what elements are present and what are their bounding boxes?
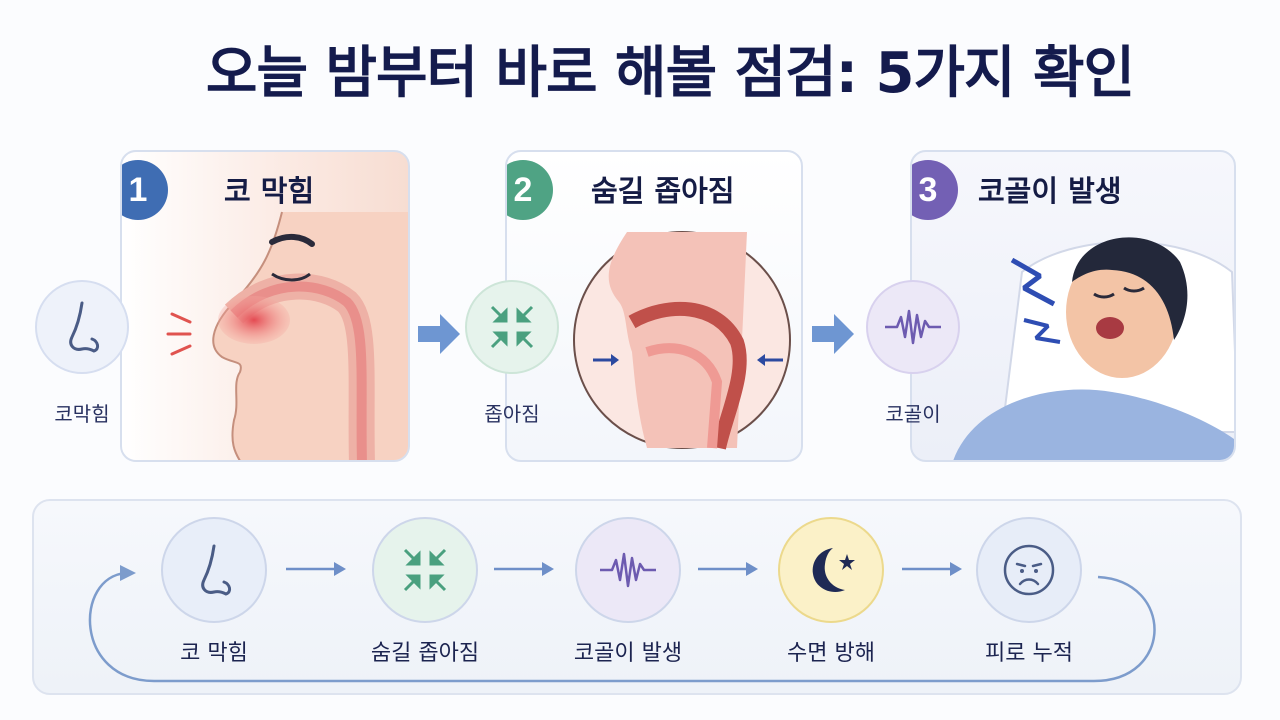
step-number-badge: 3 [912,160,958,220]
sound-wave-icon-circle [866,280,960,374]
step-number-badge: 1 [122,160,168,220]
arrow-right-icon [494,562,554,576]
cycle-label: 수면 방해 [787,641,875,666]
sound-wave-icon [600,552,656,588]
arrow-right-icon [902,562,962,576]
arrow-right-icon [812,314,854,354]
side-label: 코골이 [885,402,941,426]
cycle-label: 피로 누적 [985,641,1073,666]
cycle-item-sleep-disruption [778,517,884,623]
arrow-right-icon [286,562,346,576]
step-panel-airway-narrowing: 2 숨길 좁아짐 [505,150,803,462]
step-panel-snoring: 3 코골이 발생 [910,150,1236,462]
compress-icon-circle [465,280,559,374]
cycle-item-nose-congestion [161,517,267,623]
step-number-badge: 2 [507,160,553,220]
sleeping-man-illustration [953,237,1234,460]
side-label: 코막힘 [54,402,110,426]
nose-icon-circle [35,280,129,374]
nose-profile-illustration [166,211,408,460]
arrow-right-icon [698,562,758,576]
nose-icon [69,301,100,353]
side-label: 좁아짐 [484,402,540,426]
nose-icon [201,544,232,596]
sound-wave-icon [885,309,941,345]
cycle-label: 코 막힘 [180,641,248,666]
compress-arrows-icon [490,305,534,349]
page-title: 오늘 밤부터 바로 해볼 점검: 5가지 확인 [205,41,1135,106]
cycle-label: 숨길 좁아짐 [370,641,480,666]
step-title: 코 막힘 [224,174,315,208]
step-panel-nasal-congestion: 1 코 막힘 [120,150,410,462]
tired-face-icon [1003,544,1055,596]
cycle-loop-arrow [88,565,1156,683]
throat-cross-section-illustration [573,231,791,450]
step-title: 숨길 좁아짐 [591,174,735,208]
moon-star-icon [812,548,855,593]
vicious-cycle-box: 코 막힘 숨길 좁아짐 코골이 발생 수면 방해 [32,499,1242,695]
cycle-label: 코골이 발생 [573,641,683,666]
cycle-item-snoring [575,517,681,623]
cycle-item-fatigue [976,517,1082,623]
compress-arrows-icon [403,548,447,592]
step-title: 코골이 발생 [978,174,1122,208]
arrow-right-icon [418,314,460,354]
cycle-item-airway-narrowing [372,517,478,623]
